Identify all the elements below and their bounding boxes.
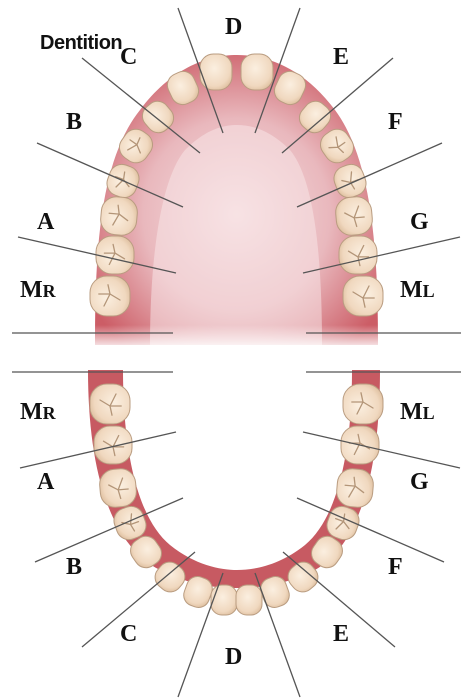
lower-arch — [85, 365, 385, 615]
upper-label-e: E — [333, 45, 349, 69]
lower-tooth-left-1 — [343, 384, 383, 424]
upper-label-mr: MR — [20, 278, 56, 302]
upper-tooth-left-7 — [339, 236, 377, 274]
upper-label-f: F — [388, 110, 403, 134]
lower-tooth-right-2 — [94, 426, 132, 464]
upper-tooth-left-1 — [241, 54, 273, 90]
upper-label-a: A — [37, 210, 54, 234]
lower-tooth-right-8 — [211, 585, 237, 615]
upper-tooth-left-6 — [334, 196, 373, 237]
upper-tooth-right-1 — [200, 54, 232, 90]
upper-tooth-right-6 — [99, 196, 138, 237]
lower-label-e: E — [333, 622, 349, 646]
lower-label-f: F — [388, 555, 403, 579]
upper-arch — [90, 54, 385, 350]
upper-tooth-right-7 — [96, 236, 134, 274]
upper-label-ml: ML — [400, 278, 435, 302]
upper-tooth-left-8 — [343, 276, 383, 316]
lower-label-mr: MR — [20, 400, 56, 424]
lower-label-a: A — [37, 470, 54, 494]
lower-label-d: D — [225, 645, 242, 669]
upper-label-g: G — [410, 210, 429, 234]
upper-label-d: D — [225, 15, 242, 39]
upper-label-c: C — [120, 45, 137, 69]
lower-label-b: B — [66, 555, 82, 579]
lower-label-ml: ML — [400, 400, 435, 424]
diagram-title: Dentition — [40, 32, 122, 55]
leader-lower-c — [82, 552, 195, 647]
upper-label-b: B — [66, 110, 82, 134]
lower-label-c: C — [120, 622, 137, 646]
lower-tooth-left-3 — [335, 468, 374, 509]
lower-tooth-right-1 — [90, 384, 130, 424]
leader-lower-g — [303, 432, 460, 468]
lower-tooth-left-8 — [236, 585, 262, 615]
upper-tooth-right-8 — [90, 276, 130, 316]
lower-label-g: G — [410, 470, 429, 494]
lower-tooth-right-3 — [98, 468, 137, 509]
